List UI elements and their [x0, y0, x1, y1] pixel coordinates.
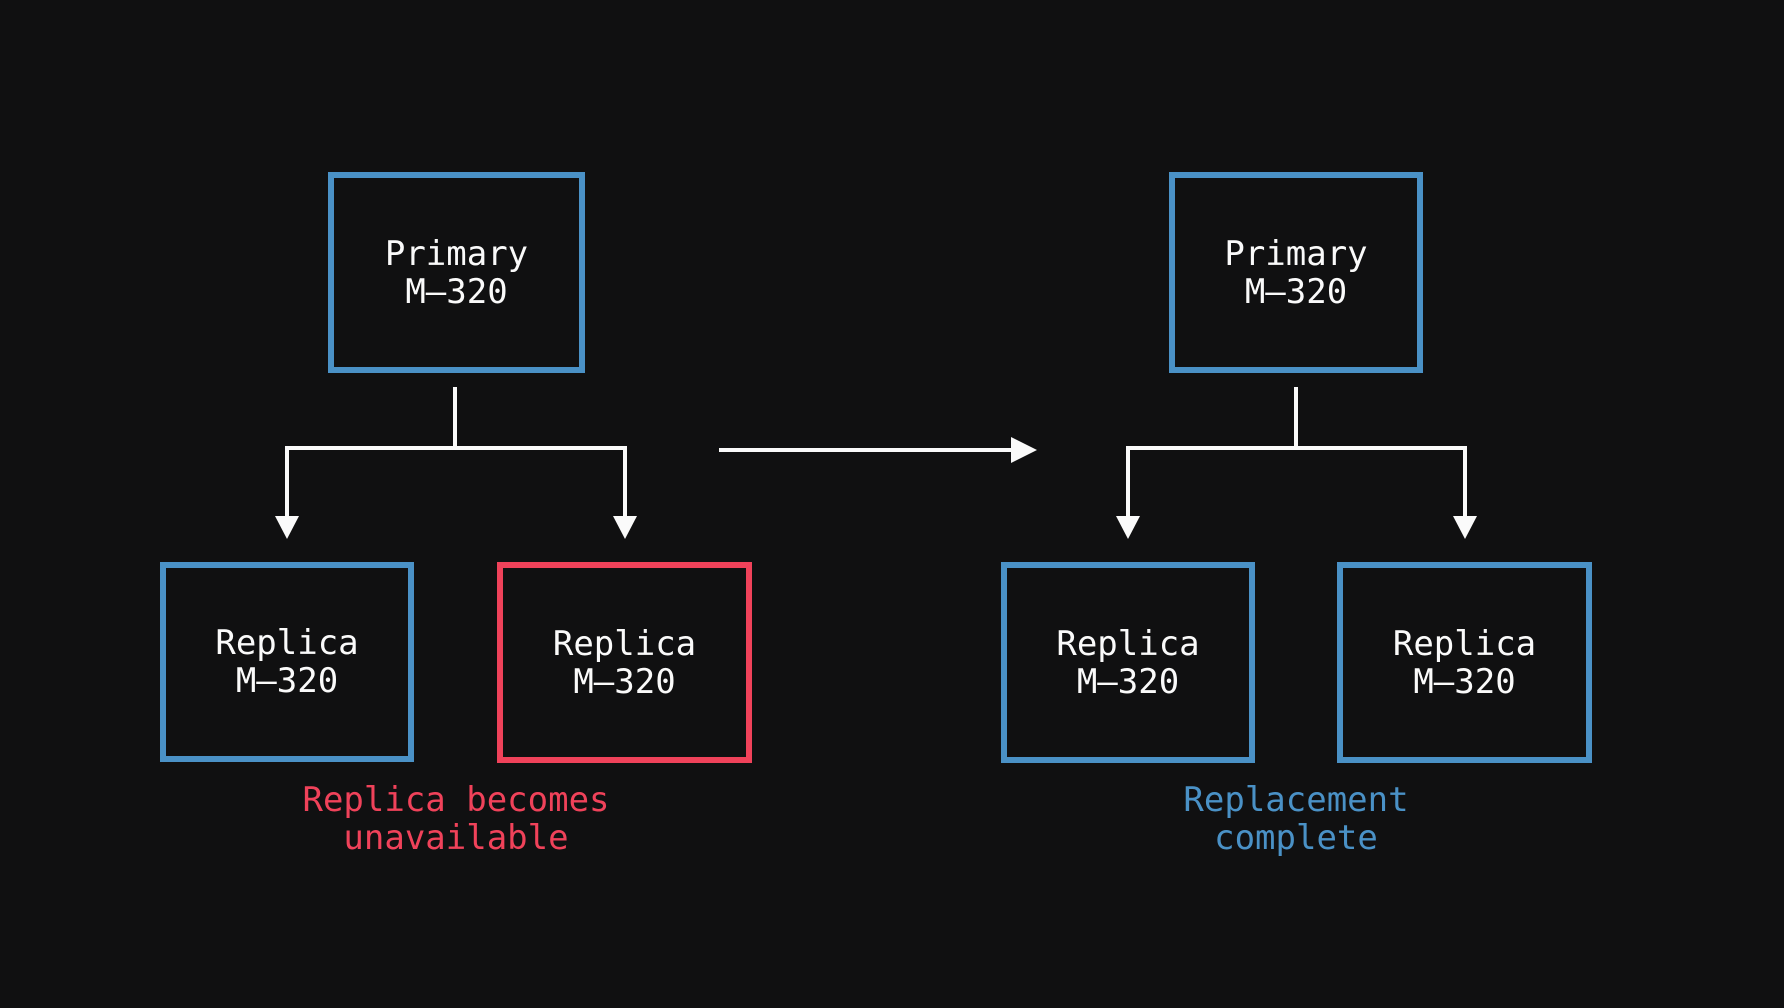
node-replica2-after: Replica M–320 [1337, 562, 1592, 763]
connector-stem-after [1294, 387, 1298, 450]
node-model: M–320 [235, 661, 339, 701]
node-title: Replica [552, 623, 697, 664]
connector-drop-after-right [1463, 446, 1467, 517]
caption-before: Replica becomes unavailable [156, 781, 756, 857]
node-primary-before: Primary M–320 [328, 172, 585, 373]
caption-line1: Replica becomes [302, 780, 610, 820]
transition-arrow-line [719, 448, 1012, 452]
node-model: M–320 [405, 271, 508, 312]
connector-drop-before-left [285, 446, 289, 517]
down-arrowhead-before-left [275, 516, 299, 539]
node-model: M–320 [1076, 661, 1180, 702]
node-title: Replica [215, 623, 359, 663]
down-arrowhead-after-left [1116, 516, 1140, 539]
node-model: M–320 [573, 661, 676, 702]
node-title: Primary [384, 233, 529, 274]
connector-drop-before-right [623, 446, 627, 517]
node-title: Replica [1056, 623, 1200, 664]
node-primary-after: Primary M–320 [1169, 172, 1423, 373]
node-model: M–320 [1413, 661, 1516, 702]
transition-arrowhead [1011, 437, 1037, 463]
down-arrowhead-after-right [1453, 516, 1477, 539]
caption-line2: unavailable [343, 818, 569, 858]
caption-line1: Replacement [1183, 780, 1409, 820]
node-title: Replica [1392, 623, 1537, 664]
connector-branch-before [285, 446, 627, 450]
node-replica1-before: Replica M–320 [160, 562, 414, 762]
node-model: M–320 [1244, 271, 1348, 312]
caption-line2: complete [1214, 818, 1378, 858]
down-arrowhead-before-right [613, 516, 637, 539]
connector-drop-after-left [1126, 446, 1130, 517]
node-replica1-after: Replica M–320 [1001, 562, 1255, 763]
connector-branch-after [1126, 446, 1467, 450]
caption-after: Replacement complete [996, 781, 1596, 857]
connector-stem-before [453, 387, 457, 450]
node-replica2-before-unavailable: Replica M–320 [497, 562, 752, 763]
node-title: Primary [1224, 233, 1368, 274]
